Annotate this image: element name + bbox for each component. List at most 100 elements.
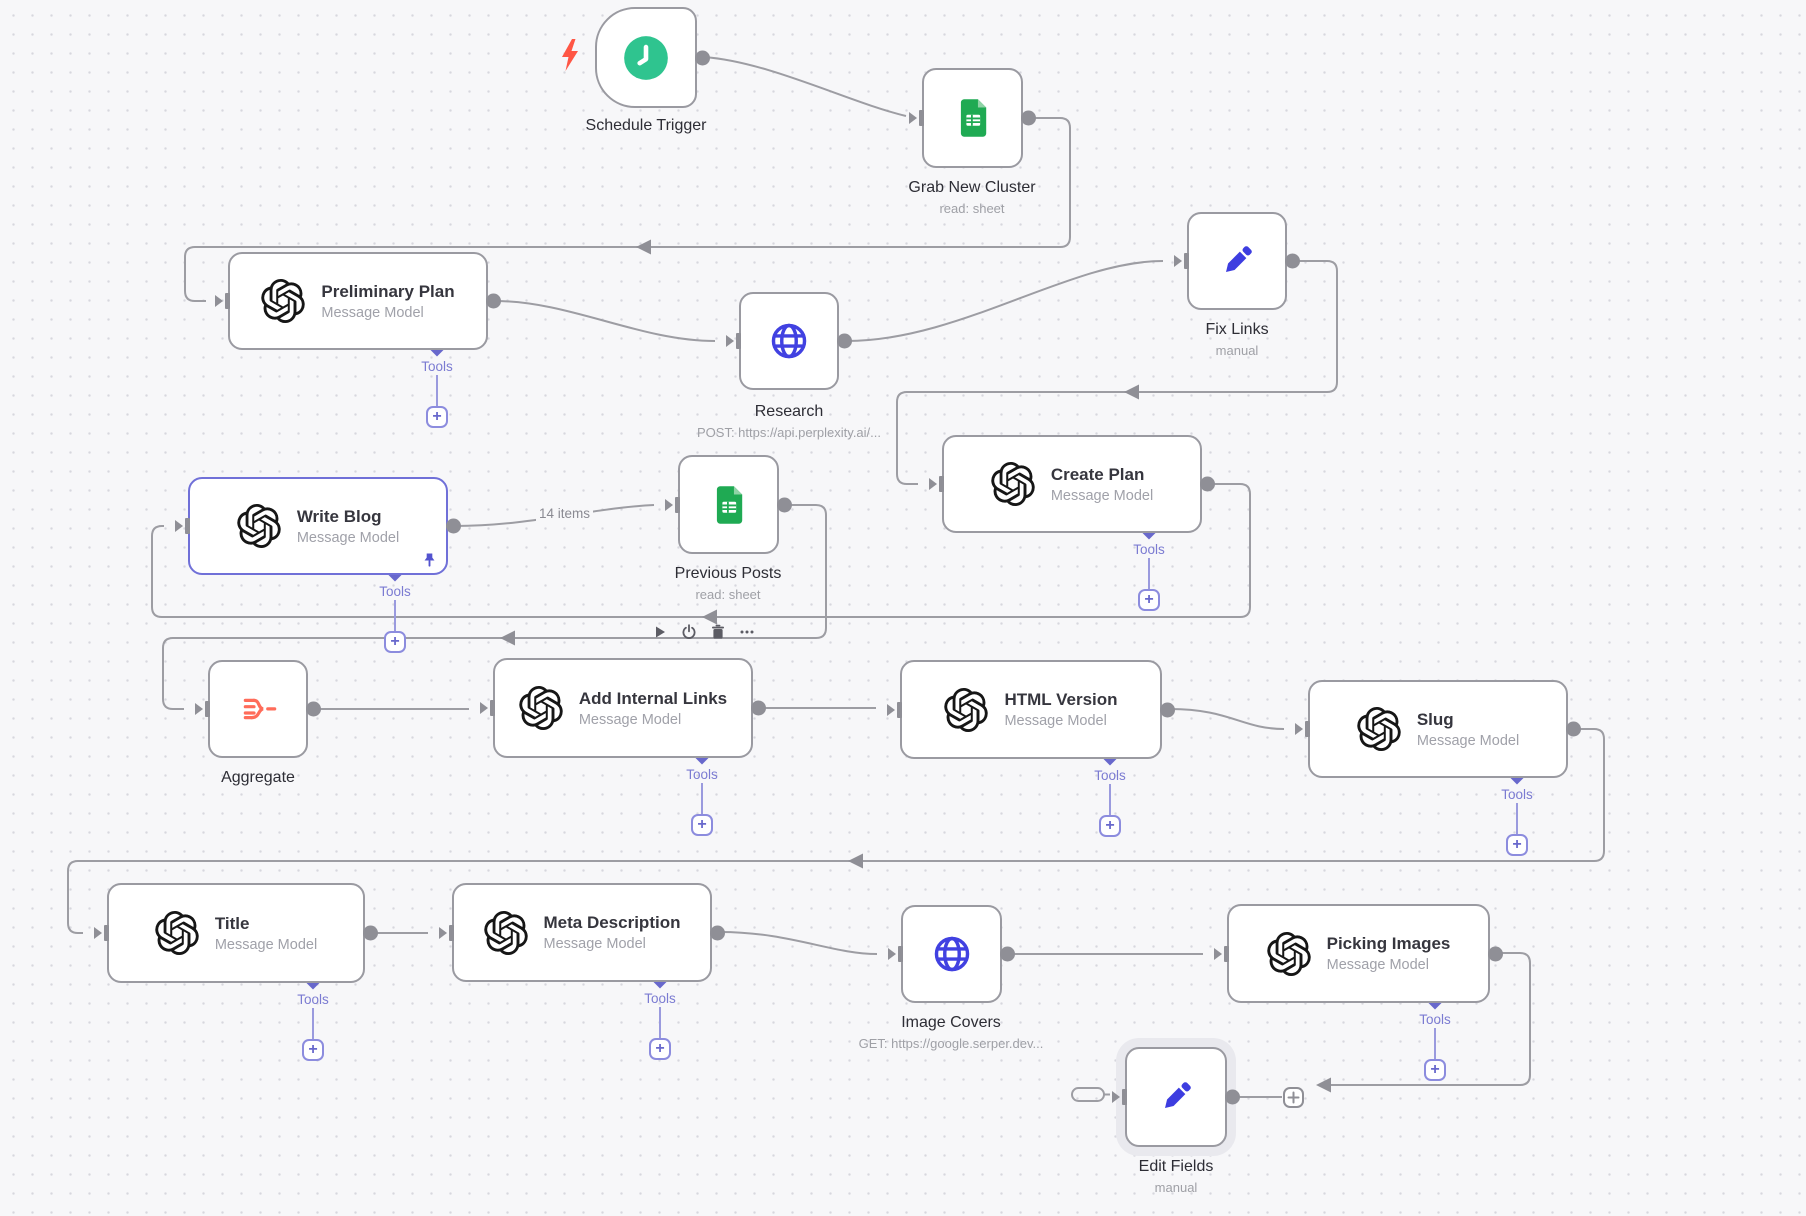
input-port[interactable]	[195, 701, 210, 717]
node-caption: Image Covers GET: https://google.serper.…	[858, 1014, 1044, 1052]
tools-plus-button[interactable]: +	[649, 1038, 671, 1060]
tools-plus-button[interactable]: +	[302, 1039, 324, 1061]
input-port[interactable]	[215, 293, 230, 309]
node-caption: Edit Fields manual	[1138, 1158, 1214, 1196]
openai-icon	[484, 911, 528, 955]
tools-plus-button[interactable]: +	[691, 814, 713, 836]
node-picking-images[interactable]: Picking Images Message Model	[1214, 904, 1503, 1003]
output-port[interactable]	[1200, 476, 1215, 492]
input-port[interactable]	[665, 496, 680, 513]
tools-label: Tools	[686, 767, 718, 782]
pencil-icon	[1214, 238, 1260, 284]
openai-icon	[991, 462, 1035, 506]
tools-connector-title: Tools +	[273, 972, 353, 1061]
output-port[interactable]	[446, 518, 461, 534]
output-port[interactable]	[1225, 1089, 1240, 1105]
node-research[interactable]	[726, 292, 852, 390]
input-port[interactable]	[1295, 721, 1310, 737]
output-port[interactable]	[837, 333, 852, 349]
tools-label: Tools	[1501, 787, 1533, 802]
play-icon[interactable]	[652, 624, 668, 640]
add-node-plus-button[interactable]	[1283, 1087, 1304, 1108]
tools-line	[1148, 558, 1150, 589]
output-port[interactable]	[306, 701, 321, 717]
wire-pickingimages-loop	[1318, 952, 1531, 1086]
node-write-blog[interactable]: Write Blog Message Model	[175, 477, 461, 575]
output-port[interactable]	[777, 497, 792, 512]
node-preliminary-plan[interactable]: Preliminary Plan Message Model	[215, 252, 501, 350]
wire-grab-to-preliminary	[184, 117, 1071, 302]
output-port[interactable]	[1488, 946, 1503, 961]
tools-plus-button[interactable]: +	[1138, 589, 1160, 611]
input-port[interactable]	[726, 333, 741, 349]
input-port[interactable]	[909, 110, 924, 126]
arrow-icon	[1124, 384, 1139, 400]
tools-plus-button[interactable]: +	[384, 631, 406, 653]
node-caption: Grab New Cluster read: sheet	[908, 179, 1036, 217]
tools-label: Tools	[379, 584, 411, 599]
tools-label: Tools	[1419, 1012, 1451, 1027]
openai-icon	[944, 688, 988, 732]
input-port[interactable]	[175, 518, 190, 534]
tools-connector-add-internal-links: Tools +	[662, 747, 742, 836]
output-port[interactable]	[1566, 721, 1581, 737]
input-port[interactable]	[929, 476, 944, 492]
wire-fixlinks-to-createplan	[896, 260, 1338, 485]
output-port[interactable]	[1160, 702, 1175, 717]
sheets-icon	[707, 483, 751, 527]
output-port[interactable]	[1021, 110, 1036, 126]
output-port[interactable]	[1285, 253, 1300, 269]
input-port[interactable]	[439, 924, 454, 941]
tools-label: Tools	[297, 992, 329, 1007]
tools-line	[1516, 803, 1518, 834]
clock-icon	[623, 35, 669, 81]
node-edit-fields[interactable]	[1112, 1047, 1240, 1147]
wire-meta-to-imagecovers	[719, 931, 878, 955]
ellipsis-icon[interactable]	[739, 624, 755, 640]
output-port[interactable]	[486, 293, 501, 309]
tools-line	[701, 783, 703, 814]
input-port[interactable]	[1214, 945, 1229, 962]
wire-htmlversion-to-slug	[1169, 708, 1285, 730]
input-port[interactable]	[94, 925, 109, 941]
input-port[interactable]	[887, 701, 902, 718]
arrow-icon	[636, 239, 651, 255]
items-count-badge: 14 items	[536, 506, 594, 521]
output-port[interactable]	[363, 925, 378, 941]
input-port[interactable]	[1174, 253, 1189, 269]
input-port[interactable]	[888, 946, 903, 962]
node-caption: Schedule Trigger	[585, 117, 707, 134]
node-html-version[interactable]: HTML Version Message Model	[887, 660, 1175, 759]
sheets-icon	[951, 96, 995, 140]
power-icon[interactable]	[681, 624, 697, 640]
pin-icon	[422, 552, 437, 568]
output-port[interactable]	[1000, 946, 1015, 962]
tools-plus-button[interactable]: +	[1506, 834, 1528, 856]
node-add-internal-links[interactable]: Add Internal Links Message Model	[480, 658, 766, 758]
tools-plus-button[interactable]: +	[1424, 1059, 1446, 1081]
node-fix-links[interactable]	[1174, 212, 1300, 310]
tools-connector-slug: Tools +	[1477, 767, 1557, 856]
tools-plus-button[interactable]: +	[426, 406, 448, 428]
trash-icon[interactable]	[710, 624, 726, 640]
output-port[interactable]	[710, 925, 725, 940]
arrow-icon	[500, 630, 515, 646]
node-slug[interactable]: Slug Message Model	[1295, 680, 1581, 778]
node-image-covers[interactable]	[888, 905, 1015, 1003]
tools-line	[436, 375, 438, 406]
wire-slug-to-title	[67, 728, 1605, 934]
tools-plus-button[interactable]: +	[1099, 815, 1121, 837]
node-grab-new-cluster[interactable]	[909, 68, 1036, 168]
output-port[interactable]	[751, 700, 766, 716]
node-create-plan[interactable]: Create Plan Message Model	[929, 435, 1215, 533]
node-meta-description[interactable]: Meta Description Message Model	[439, 883, 725, 982]
node-schedule-trigger[interactable]	[595, 7, 710, 108]
node-caption: Fix Links manual	[1205, 321, 1269, 359]
output-port[interactable]	[695, 50, 710, 65]
node-previous-posts[interactable]	[665, 455, 792, 554]
input-port[interactable]	[1112, 1089, 1127, 1105]
input-port[interactable]	[480, 700, 495, 716]
node-aggregate[interactable]	[195, 660, 321, 758]
node-title[interactable]: Title Message Model	[94, 883, 378, 983]
openai-icon	[155, 911, 199, 955]
